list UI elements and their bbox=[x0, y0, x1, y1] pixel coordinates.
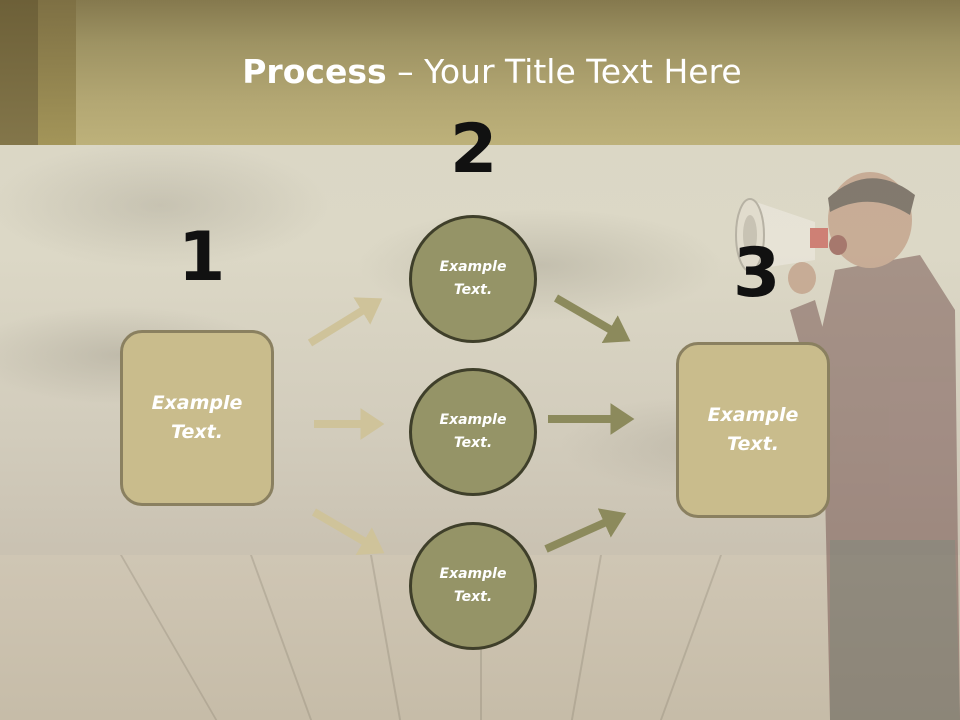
header-accent-block bbox=[38, 0, 76, 145]
arrow-to-circle-1 bbox=[307, 297, 383, 347]
circle-text: Example Text. bbox=[439, 566, 507, 605]
step-number-3: 3 bbox=[733, 234, 781, 313]
step-3-text: Example Text. bbox=[707, 404, 799, 455]
step-1-box: Example Text. bbox=[120, 330, 274, 506]
step-3-box: Example Text. bbox=[676, 342, 830, 518]
arrow-to-circle-3 bbox=[311, 508, 385, 555]
step-number-2: 2 bbox=[450, 110, 498, 189]
man-with-megaphone-photo bbox=[735, 172, 960, 720]
arrow-from-circle-1 bbox=[553, 294, 631, 344]
arrow-from-circle-3 bbox=[544, 508, 627, 553]
slide-title: Process – Your Title Text Here bbox=[76, 52, 908, 91]
circle-text: Example Text. bbox=[439, 412, 507, 451]
title-rest: – Your Title Text Here bbox=[386, 52, 742, 91]
title-bold: Process bbox=[242, 52, 387, 91]
step-2-circle-top: Example Text. bbox=[409, 215, 537, 343]
step-2-circle-bottom: Example Text. bbox=[409, 522, 537, 650]
step-2-circle-middle: Example Text. bbox=[409, 368, 537, 496]
header-accent-block bbox=[0, 0, 38, 145]
step-1-text: Example Text. bbox=[151, 392, 243, 443]
title-bar: Process – Your Title Text Here bbox=[0, 0, 960, 145]
step-number-1: 1 bbox=[178, 218, 226, 297]
circle-text: Example Text. bbox=[439, 259, 507, 298]
